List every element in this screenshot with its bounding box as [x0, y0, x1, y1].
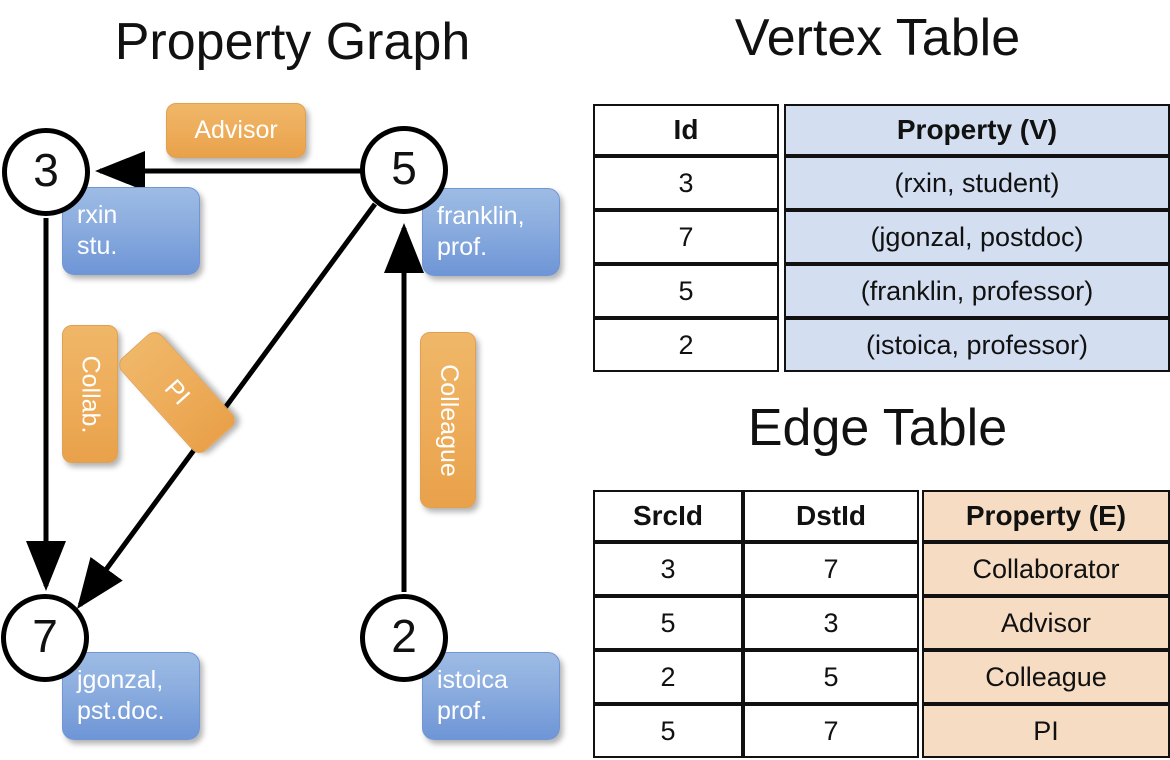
vertex-table-row-2-property: (franklin, professor): [784, 264, 1170, 318]
vertex-property-box-7-line2: pst.doc.: [77, 697, 165, 725]
graph-node-3-label: 3: [33, 144, 59, 196]
vertex-property-box-5: franklin, prof.: [422, 188, 560, 276]
edge-table-row-0-property: Collaborator: [922, 542, 1170, 596]
vertex-table-row-1-property: (jgonzal, postdoc): [784, 210, 1170, 264]
vertex-table-row-1-id: 7: [593, 210, 779, 264]
vertex-table-row-2-id: 5: [593, 264, 779, 318]
edge-table-row-3-property: PI: [922, 704, 1170, 758]
edge-label-advisor: Advisor: [166, 103, 306, 158]
vertex-property-box-3-line2: stu.: [77, 232, 118, 260]
edge-table-row-2-srcid: 2: [593, 650, 743, 704]
edge-5-to-7-pi: [77, 202, 378, 610]
edge-table-row-0-srcid: 3: [593, 542, 743, 596]
page-title-property-graph: Property Graph: [114, 13, 471, 71]
edge-label-advisor-text: Advisor: [194, 116, 278, 144]
vertex-property-box-7: jgonzal, pst.doc.: [62, 652, 200, 740]
vertex-table-row-0-property: (rxin, student): [784, 156, 1170, 210]
graph-node-7-label: 7: [32, 610, 58, 662]
graph-node-3[interactable]: 3: [2, 128, 90, 216]
edge-table-row-2-dstid: 5: [743, 650, 919, 704]
vertex-table-row-3-property: (istoica, professor): [784, 318, 1170, 372]
page-title-vertex-table: Vertex Table: [734, 9, 1021, 67]
edge-table-row-1-srcid: 5: [593, 596, 743, 650]
vertex-property-box-2-line2: prof.: [437, 697, 488, 725]
edge-table-header-srcid: SrcId: [593, 490, 743, 542]
edge-label-collab: Collab.: [62, 325, 118, 463]
graph-node-2[interactable]: 2: [360, 594, 448, 682]
edge-table-row-3-dstid: 7: [743, 704, 919, 758]
graph-edges-svg: [26, 151, 424, 610]
vertex-property-box-5-line1: franklin,: [437, 201, 525, 230]
edge-table-header-property: Property (E): [922, 490, 1170, 542]
vertex-property-box-2-line1: istoica: [437, 665, 508, 694]
vertex-table-header-property: Property (V): [784, 104, 1170, 156]
edge-table-header-dstid: DstId: [743, 490, 919, 542]
vertex-property-box-2: istoica prof.: [422, 652, 560, 740]
vertex-property-box-3: rxin stu.: [62, 187, 200, 275]
edge-label-colleague: Colleague: [420, 332, 476, 508]
edge-table-row-1-property: Advisor: [922, 596, 1170, 650]
page-title-edge-table: Edge Table: [747, 399, 1008, 457]
edge-table-row-2-property: Colleague: [922, 650, 1170, 704]
edge-table-row-0-dstid: 7: [743, 542, 919, 596]
graph-node-5[interactable]: 5: [360, 126, 448, 214]
vertex-property-box-5-line2: prof.: [437, 233, 488, 261]
graph-node-7[interactable]: 7: [1, 594, 89, 682]
graph-node-2-label: 2: [391, 610, 417, 662]
vertex-property-box-7-line1: jgonzal,: [77, 665, 164, 694]
edge-table-row-3-srcid: 5: [593, 704, 743, 758]
vertex-property-box-3-line1: rxin: [77, 200, 118, 229]
graph-node-5-label: 5: [391, 142, 417, 194]
vertex-table-row-0-id: 3: [593, 156, 779, 210]
edge-table-row-1-dstid: 3: [743, 596, 919, 650]
vertex-table-row-3-id: 2: [593, 318, 779, 372]
property-graph-panel: Property Graph Advisor Collab.: [1, 13, 560, 740]
vertex-table-header-id: Id: [593, 104, 779, 156]
